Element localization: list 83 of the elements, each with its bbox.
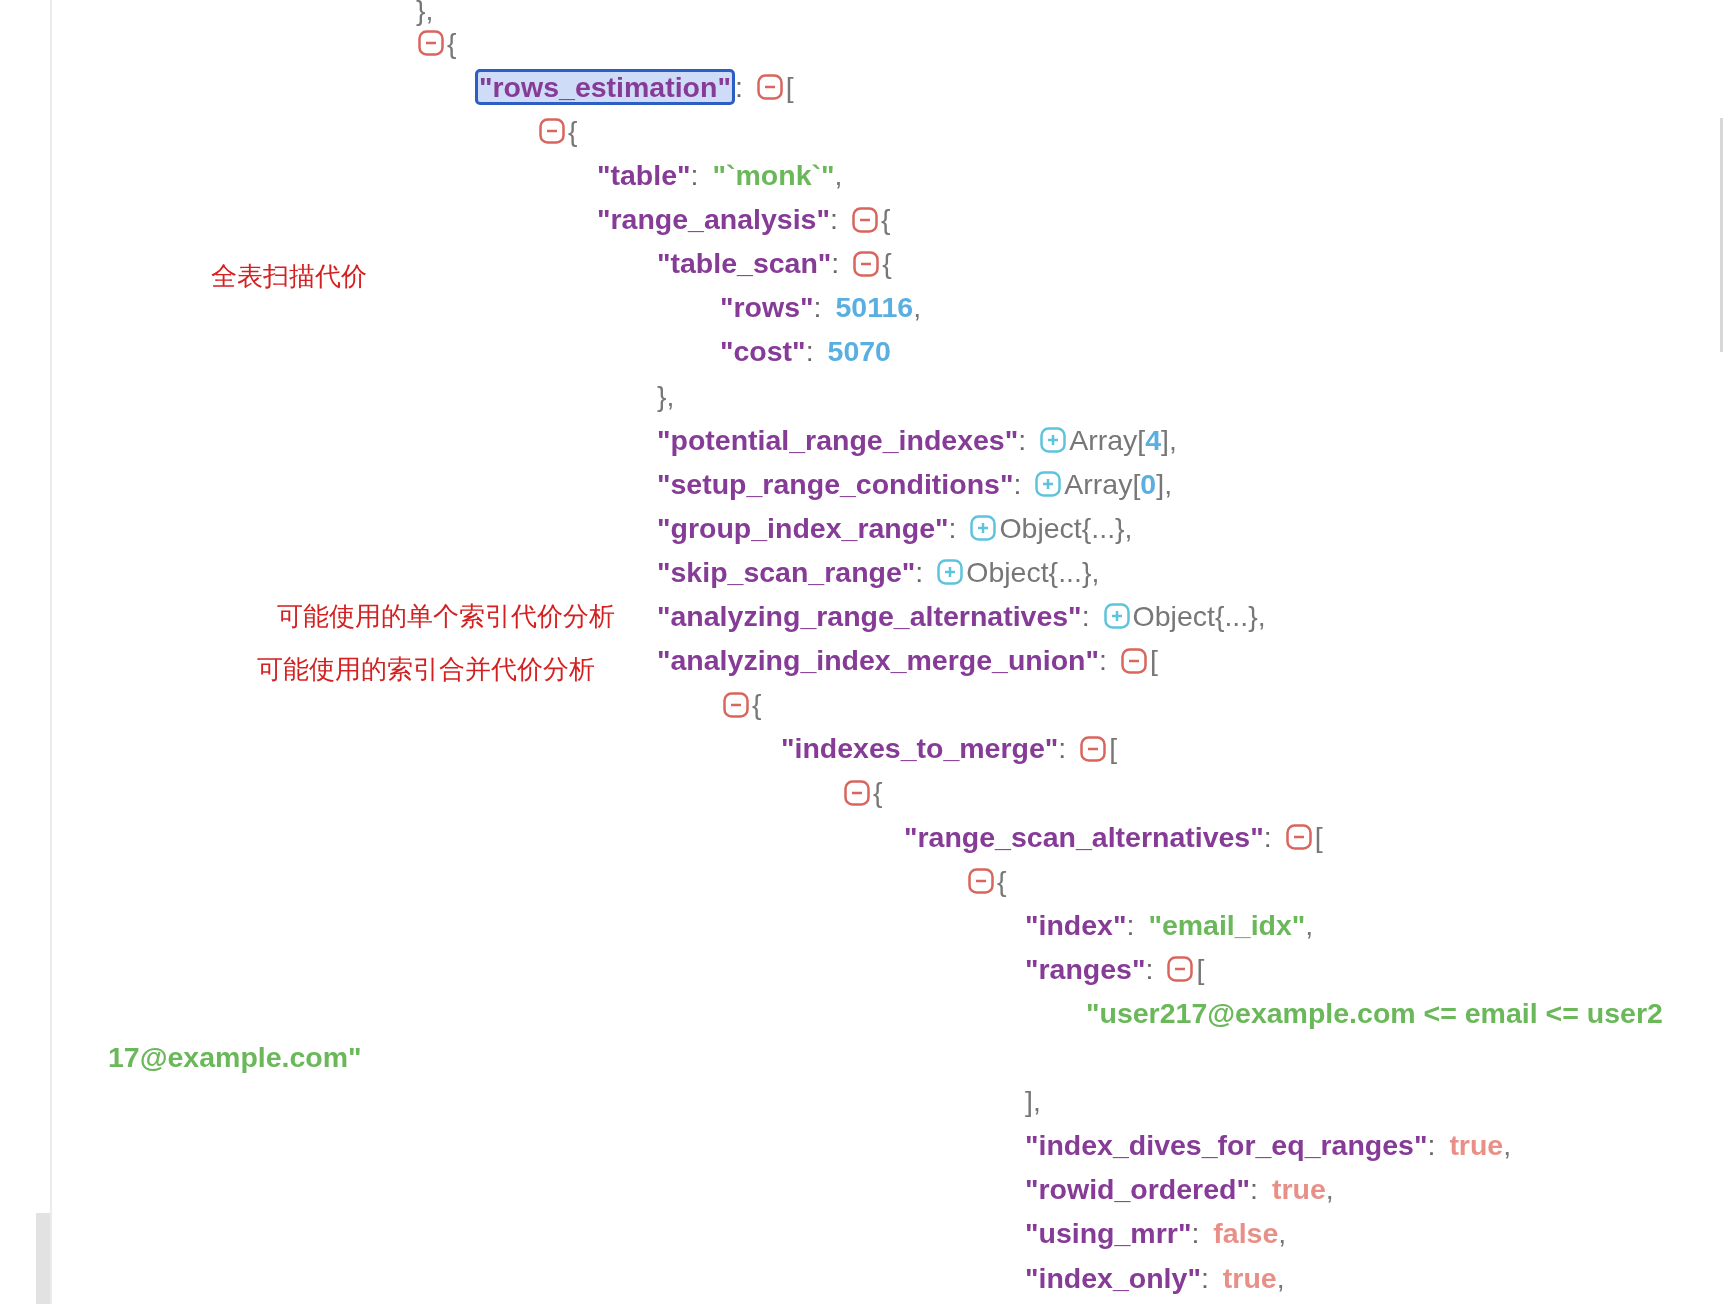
bracket: , — [1503, 1128, 1512, 1164]
colon: : — [915, 554, 924, 590]
bracket: }, — [657, 378, 675, 414]
json-key: "index_dives_for_eq_ranges" — [1025, 1124, 1428, 1167]
bracket: { — [447, 25, 457, 61]
collapsed-value: ], — [1161, 422, 1177, 458]
json-key: "range_analysis" — [597, 198, 830, 241]
bracket: { — [880, 202, 891, 238]
annotation-text: 全表扫描代价 — [211, 260, 367, 294]
highlighted-json-key: "rows_estimation" — [475, 69, 735, 106]
colon: : — [1013, 466, 1022, 502]
number-value: 50116 — [835, 290, 914, 326]
boolean-value: true — [1449, 1128, 1504, 1164]
collapsed-value: Object{...}, — [999, 510, 1133, 546]
string-value: 17@example.com" — [108, 1040, 362, 1075]
colon: : — [805, 334, 814, 370]
colon: : — [1145, 951, 1154, 987]
collapsed-value: Object{...}, — [1132, 599, 1266, 634]
colon: : — [734, 69, 743, 105]
bracket: , — [1305, 907, 1314, 943]
bracket: ], — [1025, 1084, 1041, 1120]
collapsed-value: ], — [1156, 466, 1173, 502]
colon: : — [1058, 731, 1067, 767]
colon: : — [831, 246, 840, 282]
string-value: "user217@example.com <= email <= user2 — [1086, 995, 1663, 1031]
bracket: [ — [785, 69, 794, 105]
json-key: "index" — [1025, 903, 1127, 947]
colon: : — [1191, 1216, 1200, 1252]
annotation-text: 可能使用的单个索引代价分析 — [277, 599, 615, 633]
bracket: , — [1276, 1260, 1285, 1296]
string-value: "`monk`" — [712, 158, 835, 193]
colon: : — [1081, 599, 1090, 634]
colon: : — [690, 158, 699, 193]
number-value: 0 — [1140, 466, 1157, 502]
json-key: "setup_range_conditions" — [657, 462, 1014, 506]
bracket: [ — [1314, 819, 1323, 855]
bracket: [ — [1109, 731, 1118, 767]
json-key: "skip_scan_range" — [657, 550, 916, 594]
colon: : — [1250, 1172, 1258, 1208]
bracket: , — [1278, 1216, 1287, 1252]
colon: : — [948, 510, 957, 546]
boolean-value: false — [1213, 1216, 1279, 1252]
colon: : — [813, 290, 822, 326]
json-key: "rowid_ordered" — [1025, 1168, 1250, 1212]
bracket: [ — [1196, 951, 1205, 987]
json-key: "analyzing_index_merge_union" — [657, 639, 1099, 682]
bracket: { — [997, 863, 1007, 899]
colon: : — [1263, 819, 1272, 855]
colon: : — [1018, 422, 1027, 458]
bracket: , — [834, 158, 843, 193]
json-key: "range_scan_alternatives" — [904, 815, 1264, 859]
number-value: 5070 — [827, 334, 891, 370]
json-key: "table_scan" — [657, 242, 832, 285]
colon: : — [1126, 907, 1135, 943]
colon: : — [830, 202, 838, 238]
collapsed-value: Array[ — [1069, 422, 1146, 458]
string-value: "email_idx" — [1148, 907, 1306, 943]
bracket: { — [882, 246, 892, 282]
json-key: "rows" — [720, 286, 814, 330]
json-key: "cost" — [720, 330, 806, 374]
number-value: 4 — [1145, 422, 1161, 458]
collapsed-value: Array[ — [1064, 466, 1141, 502]
json-key: "using_mrr" — [1025, 1212, 1192, 1256]
json-key: "analyzing_range_alternatives" — [657, 595, 1082, 638]
collapsed-value: Object{...}, — [966, 554, 1100, 590]
bracket: , — [1325, 1172, 1334, 1208]
bracket: { — [568, 113, 578, 149]
json-key: "indexes_to_merge" — [781, 727, 1059, 771]
bracket: , — [913, 290, 922, 326]
json-key: "index_only" — [1025, 1256, 1201, 1300]
colon: : — [1200, 1260, 1209, 1296]
json-key: "group_index_range" — [657, 506, 949, 550]
json-key: "table" — [597, 154, 691, 197]
json-key: "potential_range_indexes" — [657, 418, 1019, 462]
bracket: { — [873, 775, 883, 811]
boolean-value: true — [1271, 1172, 1326, 1208]
bracket: [ — [1149, 643, 1158, 679]
colon: : — [1427, 1128, 1436, 1164]
bracket: { — [752, 687, 762, 723]
json-key: "ranges" — [1025, 947, 1146, 991]
colon: : — [1099, 643, 1107, 679]
annotation-text: 可能使用的索引合并代价分析 — [257, 652, 595, 686]
boolean-value: true — [1222, 1260, 1277, 1296]
